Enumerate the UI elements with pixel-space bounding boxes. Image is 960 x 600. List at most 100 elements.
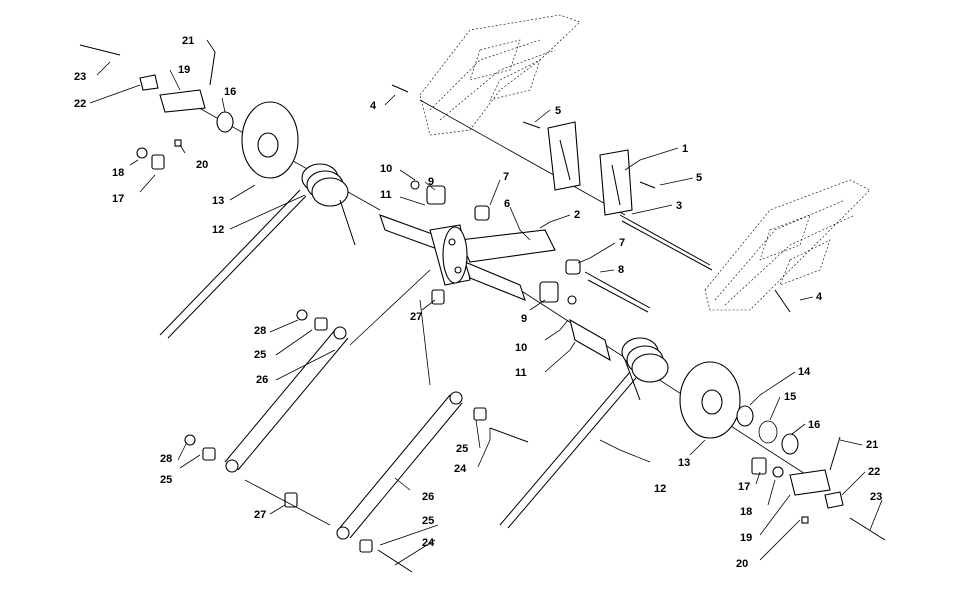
callout-28-lower: 28: [160, 453, 172, 465]
callout-5-lower: 5: [696, 172, 702, 184]
bolt-5-upper: [522, 121, 541, 129]
callout-11-lower: 11: [515, 367, 527, 379]
bushing-17-right: [751, 457, 767, 475]
left-hub-parts: [79, 44, 234, 170]
snap-ring-14: [736, 405, 754, 427]
callout-9-upper: 9: [428, 176, 434, 188]
callout-6: 6: [504, 198, 510, 210]
callout-20-right: 20: [736, 558, 748, 570]
callout-18-right: 18: [740, 506, 752, 518]
callout-labels: 1 2 3 4 4 5 5 6 7 7 8 9 9 10 10 11 11 12…: [74, 35, 882, 570]
callout-24-upper: 24: [454, 463, 467, 475]
callout-14: 14: [798, 366, 811, 378]
screw-20-right: [801, 516, 809, 524]
callout-27-upper: 27: [410, 311, 422, 323]
sleeve-11-lower: [569, 318, 611, 362]
callout-10-upper: 10: [380, 163, 392, 175]
callout-11-upper: 11: [380, 189, 392, 201]
bushing-7-lower: [565, 259, 581, 275]
callout-1: 1: [682, 143, 688, 155]
callout-19-right: 19: [740, 532, 752, 544]
mount-19-left: [159, 89, 206, 113]
washer-10-lower: [567, 295, 577, 305]
bolt-23-right: [849, 517, 886, 541]
bolt-21-right: [829, 436, 841, 471]
callout-21-left: 21: [182, 35, 194, 47]
callout-22-left: 22: [74, 98, 86, 110]
callout-23-right: 23: [870, 491, 882, 503]
callout-15: 15: [784, 391, 796, 403]
link-fasteners: [184, 84, 791, 573]
callout-25-upper-left: 25: [254, 349, 266, 361]
callout-12-left: 12: [212, 224, 224, 236]
callout-26-right: 26: [422, 491, 434, 503]
nut-28-lower: [184, 434, 196, 446]
pin-8: [584, 271, 651, 309]
left-idler-wheel: [241, 101, 299, 179]
pivot-bracket: [547, 121, 633, 216]
callout-16-right: 16: [808, 419, 820, 431]
right-idler-wheel: [679, 361, 741, 439]
bolt-24-upper: [489, 427, 529, 443]
screw-20-left: [174, 139, 182, 147]
bolt-4-upper: [391, 84, 409, 93]
bushing-7-upper: [474, 205, 490, 221]
callout-22-right: 22: [868, 466, 880, 478]
callout-19-left: 19: [178, 64, 190, 76]
bushing-25-lower-right: [359, 539, 373, 553]
left-link-bar: [224, 326, 349, 473]
callout-9-lower: 9: [521, 313, 527, 325]
nut-22-right: [824, 491, 844, 509]
callout-8: 8: [618, 264, 624, 276]
bushing-9-lower: [539, 281, 559, 303]
spacer-27-lower: [284, 492, 298, 508]
nut-28-upper: [296, 309, 308, 321]
callout-25-lower-right: 25: [422, 515, 434, 527]
bushing-17-left: [151, 154, 165, 170]
right-rail-outline: [704, 179, 871, 311]
spacer-27-upper: [431, 289, 445, 305]
bolt-23-left: [79, 44, 121, 56]
left-rail-outline: [419, 14, 581, 136]
callout-13-right: 13: [678, 457, 690, 469]
bearing-16-left: [216, 111, 234, 133]
callout-26-left: 26: [256, 374, 268, 386]
callout-24-lower: 24: [422, 537, 435, 549]
right-torsion-spring: [499, 337, 669, 529]
callout-5-upper: 5: [555, 105, 561, 117]
callout-25-upper-right: 25: [456, 443, 468, 455]
callout-4-lower: 4: [816, 291, 823, 303]
callout-28-upper: 28: [254, 325, 266, 337]
retaining-ring-15: [758, 420, 778, 444]
callout-20-left: 20: [196, 159, 208, 171]
mount-19-right: [789, 469, 831, 496]
cross-shaft: [619, 214, 713, 271]
bolt-21-left: [209, 51, 216, 86]
callout-21-right: 21: [866, 439, 878, 451]
callout-7-lower: 7: [619, 237, 625, 249]
bolt-4-lower: [774, 289, 791, 313]
callout-7-upper: 7: [503, 171, 509, 183]
callout-10-lower: 10: [515, 342, 527, 354]
callout-23-left: 23: [74, 71, 86, 83]
callout-2: 2: [574, 209, 580, 221]
right-hub-parts: [736, 405, 886, 541]
bushing-25-upper-right: [473, 407, 487, 421]
callout-25-lower-left: 25: [160, 474, 172, 486]
callout-12-right: 12: [654, 483, 666, 495]
callout-18-left: 18: [112, 167, 124, 179]
leader-lines: [89, 39, 883, 566]
small-bushings: [284, 180, 651, 508]
washer-10-upper: [410, 180, 420, 190]
left-torsion-spring: [159, 163, 356, 339]
callout-3: 3: [676, 200, 682, 212]
callout-16-left: 16: [224, 86, 236, 98]
bushing-25-upper-left: [314, 317, 328, 331]
callout-17-right: 17: [738, 481, 750, 493]
washer-18-right: [772, 466, 784, 478]
right-link-bar: [336, 391, 463, 540]
callout-4-upper: 4: [370, 100, 377, 112]
bolt-24-lower: [377, 549, 413, 573]
pivot-arm-assembly: [379, 214, 556, 301]
